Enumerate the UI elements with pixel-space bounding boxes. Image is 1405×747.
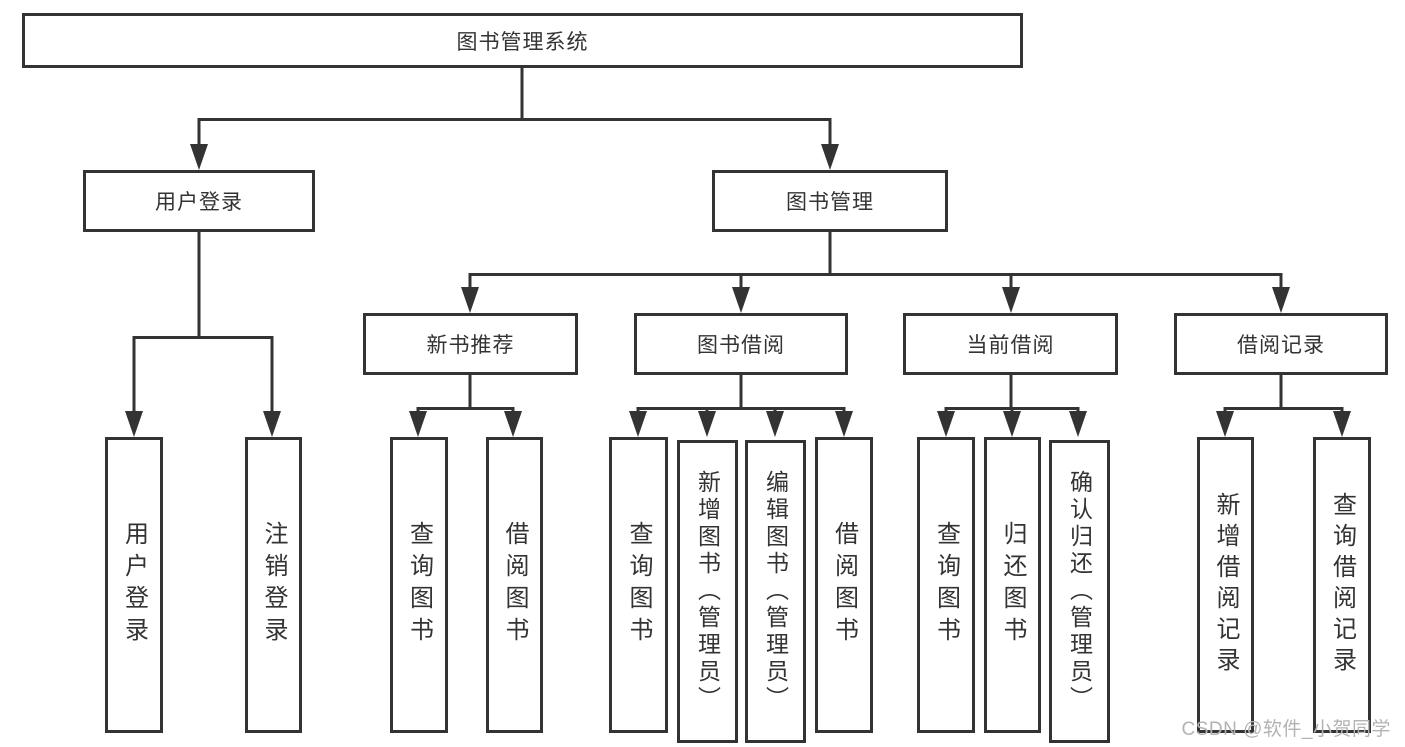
node-book-management: 图书管理 (712, 170, 948, 232)
arrowhead-leaf-newbook-query (409, 411, 427, 437)
arrowhead-leaf-record-query (1333, 411, 1351, 437)
node-current-borrow: 当前借阅 (903, 313, 1118, 375)
node-root-system: 图书管理系统 (22, 13, 1023, 68)
arrowhead-leaf-borrow-query (629, 411, 647, 437)
leaf-borrow-edit-admin: 编辑图书（管理员） (745, 440, 806, 743)
connector-borrow-record-branch (1223, 373, 1344, 416)
arrowhead-book-mgmt (821, 144, 839, 170)
leaf-current-confirm-admin: 确认归还（管理员） (1049, 440, 1110, 743)
arrowhead-leaf-newbook-borrow (504, 411, 522, 437)
arrowhead-leaf-borrow-add (698, 411, 716, 437)
leaf-newbook-borrow: 借阅图书 (486, 437, 543, 733)
node-borrow-record: 借阅记录 (1174, 313, 1388, 375)
leaf-borrow-do: 借阅图书 (815, 437, 873, 733)
arrowhead-user-login (190, 144, 208, 170)
connector-book-mgmt-to-level3 (468, 230, 1283, 295)
node-book-borrow: 图书借阅 (634, 313, 848, 375)
connector-book-borrow-branch (636, 373, 846, 416)
arrowhead-leaf-current-query (937, 411, 955, 437)
leaf-current-query: 查询图书 (917, 437, 975, 733)
leaf-newbook-query: 查询图书 (390, 437, 448, 733)
connector-user-login-branch (132, 230, 274, 415)
arrowhead-leaf-borrow-edit (766, 411, 784, 437)
arrowhead-leaf-record-add (1216, 411, 1234, 437)
arrowhead-new-book-rec (461, 287, 479, 313)
arrowhead-current-borrow (1002, 287, 1020, 313)
csdn-watermark: CSDN @软件_小贺同学 (1181, 719, 1391, 740)
leaf-user-login: 用户登录 (105, 437, 163, 733)
arrowhead-leaf-current-confirm (1069, 411, 1087, 437)
node-new-book-recommend: 新书推荐 (363, 313, 578, 375)
leaf-current-return: 归还图书 (984, 437, 1041, 733)
arrowhead-leaf-logout (263, 411, 281, 437)
arrowhead-leaf-current-return (1003, 411, 1021, 437)
leaf-record-add: 新增借阅记录 (1197, 437, 1254, 733)
arrowhead-leaf-user-login (125, 411, 143, 437)
connector-root-to-level2 (197, 66, 832, 150)
arrowhead-leaf-borrow-do (835, 411, 853, 437)
leaf-record-query: 查询借阅记录 (1313, 437, 1371, 733)
arrowhead-borrow-record (1272, 287, 1290, 313)
leaf-logout: 注销登录 (245, 437, 302, 733)
connector-new-book-rec-branch (416, 373, 515, 416)
leaf-borrow-query: 查询图书 (609, 437, 668, 733)
connector-current-borrow-branch (944, 373, 1080, 416)
leaf-borrow-add-admin: 新增图书（管理员） (677, 440, 738, 743)
node-user-login: 用户登录 (83, 170, 315, 232)
arrowhead-book-borrow (732, 287, 750, 313)
